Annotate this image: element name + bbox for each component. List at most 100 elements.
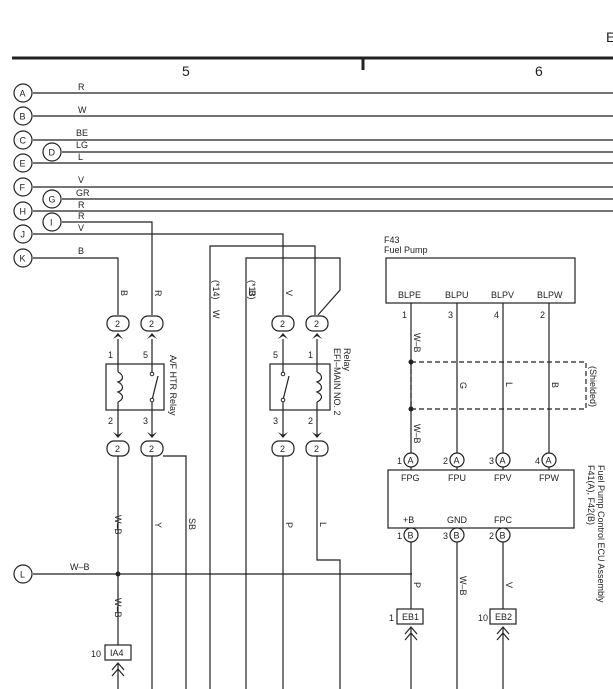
svg-text:2: 2: [314, 444, 319, 454]
svg-text:5: 5: [273, 350, 278, 360]
svg-text:A: A: [546, 456, 552, 466]
svg-text:2: 2: [149, 444, 154, 454]
svg-text:B: B: [550, 382, 560, 388]
svg-text:2: 2: [443, 456, 448, 466]
svg-text:W–B: W–B: [113, 598, 123, 618]
svg-text:W: W: [211, 310, 221, 319]
svg-text:L: L: [20, 570, 25, 580]
svg-text:F: F: [20, 183, 26, 193]
svg-text:2: 2: [280, 444, 285, 454]
header: 5 6 E: [12, 29, 613, 79]
svg-text:P: P: [284, 522, 294, 528]
svg-text:2: 2: [314, 319, 319, 329]
ecu-bottom-connectors: 1 B 3 B 2 B: [397, 527, 511, 543]
connector-eb1: 1 EB1: [389, 608, 424, 689]
bus-A-marker: A: [13, 83, 33, 103]
shield-boundary: [410, 361, 587, 410]
fuel-pump-ecu: 1 A 2 A 3 A 4 A FPG FPU FPV FPW +B GND F…: [387, 452, 606, 689]
bus-F-marker: F: [13, 177, 33, 197]
svg-text:G: G: [458, 382, 468, 389]
svg-text:2: 2: [108, 416, 113, 426]
bus-E-marker: E: [13, 153, 33, 173]
bus-K-marker: K: [13, 248, 33, 268]
svg-text:1: 1: [397, 456, 402, 466]
svg-text:B: B: [20, 112, 26, 122]
svg-text:R: R: [78, 211, 85, 221]
efi-relay-body: [269, 363, 331, 411]
column-5-label: 5: [182, 63, 190, 79]
svg-text:(*13): (*13): [247, 280, 257, 300]
svg-text:FPC: FPC: [494, 515, 513, 525]
svg-text:W–B: W–B: [113, 515, 123, 535]
svg-text:2: 2: [115, 444, 120, 454]
svg-text:1: 1: [108, 350, 113, 360]
svg-text:4: 4: [494, 310, 499, 320]
svg-text:W–B: W–B: [70, 562, 90, 572]
svg-text:W: W: [78, 105, 87, 115]
svg-text:1: 1: [397, 531, 402, 541]
svg-text:3: 3: [443, 531, 448, 541]
efi-relay-name-line2: Relay: [342, 348, 352, 372]
svg-text:B: B: [454, 531, 460, 541]
svg-text:5: 5: [143, 350, 148, 360]
bus-J-marker: J: [13, 224, 33, 244]
svg-text:IA4: IA4: [110, 648, 124, 658]
bus-wire-colors: R W BE LG L V GR R R V B W–B: [70, 82, 90, 572]
bus-G-marker: G: [42, 189, 62, 209]
svg-text:GR: GR: [76, 188, 90, 198]
af-relay-top-connectors: 2 2: [106, 315, 164, 339]
svg-text:3: 3: [273, 416, 278, 426]
svg-text:BE: BE: [76, 128, 88, 138]
svg-text:K: K: [20, 254, 26, 264]
svg-text:3: 3: [489, 456, 494, 466]
svg-text:3: 3: [448, 310, 453, 320]
svg-text:A: A: [20, 89, 26, 99]
svg-text:BLPW: BLPW: [537, 290, 563, 300]
svg-text:C: C: [20, 136, 27, 146]
svg-text:4: 4: [535, 456, 540, 466]
svg-text:2: 2: [280, 319, 285, 329]
svg-text:V: V: [78, 175, 84, 185]
svg-text:D: D: [49, 148, 56, 158]
svg-text:L: L: [318, 522, 328, 527]
svg-text:L: L: [78, 152, 83, 162]
fuel-pump-body: [385, 257, 576, 304]
svg-text:3: 3: [143, 416, 148, 426]
svg-text:B: B: [408, 531, 414, 541]
bus-lines: [33, 92, 613, 575]
efi-relay-top-connectors: 2 2: [271, 315, 329, 339]
svg-text:R: R: [153, 290, 163, 297]
bus-L-marker: L: [13, 564, 33, 584]
svg-text:W–B: W–B: [412, 424, 422, 444]
efi-main-relay: (*14) W (*13) B V 2 2 5 1 3 2: [209, 245, 352, 689]
svg-text:B: B: [119, 290, 129, 296]
svg-text:I: I: [50, 218, 53, 228]
svg-text:GND: GND: [447, 515, 468, 525]
svg-text:EB2: EB2: [495, 612, 512, 622]
shielded-label: (Shielded): [588, 366, 598, 407]
svg-text:FPU: FPU: [448, 473, 466, 483]
bus-circles: A B C D E F G H I J K L: [13, 83, 62, 584]
svg-text:FPG: FPG: [401, 473, 420, 483]
fuel-pump-code: F43: [384, 235, 400, 245]
svg-text:B: B: [247, 290, 257, 296]
svg-text:A: A: [500, 456, 506, 466]
ecu-body: [387, 469, 575, 529]
svg-text:Y: Y: [153, 522, 163, 528]
svg-text:BLPU: BLPU: [445, 290, 469, 300]
svg-text:G: G: [49, 195, 56, 205]
svg-text:2: 2: [115, 319, 120, 329]
svg-text:+B: +B: [403, 515, 414, 525]
svg-text:(*14): (*14): [211, 280, 221, 300]
svg-text:W–B: W–B: [412, 333, 422, 353]
ecu-code: F41(A), F42(B): [586, 465, 596, 525]
connector-eb2: 10 EB2: [478, 608, 517, 689]
svg-text:L: L: [504, 382, 514, 387]
svg-text:LG: LG: [76, 140, 88, 150]
svg-text:B: B: [78, 246, 84, 256]
af-relay-name: A/F HTR Relay: [168, 355, 178, 416]
svg-text:R: R: [78, 200, 85, 210]
svg-text:R: R: [78, 82, 85, 92]
bus-I-marker: I: [42, 212, 62, 232]
